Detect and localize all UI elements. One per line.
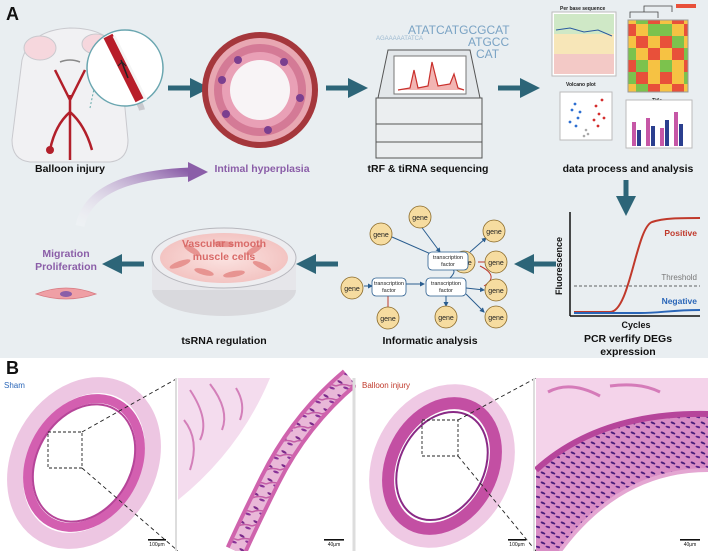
gene-node: gene [484,278,508,302]
step-pcr-label-line2: expression [600,346,655,358]
pcr-chart: Fluorescence Cycles Threshold Positive N… [554,212,701,330]
data-process-plots: Per base sequence Title Volcano plot [551,4,696,149]
transcription-factor-node: transcription factor [427,251,469,271]
dish-label-line1: Vascular smooth [182,238,266,250]
gene-node: gene [482,219,506,243]
svg-text:factor: factor [439,288,453,294]
svg-text:gene: gene [373,232,389,239]
purple-feedback-arrow [75,167,191,228]
panel-a-label: A [6,4,19,24]
transcription-factor-node: transcription factor [425,277,467,297]
sham-zoom-box [47,431,83,469]
gene-node: gene [408,205,432,229]
svg-text:factor: factor [382,288,396,294]
pcr-negative-label: Negative [662,296,698,306]
sham-scale-label: 100μm [149,542,164,548]
sham-zoom-image: 40μm [178,369,358,551]
purple-arrow-head [188,162,208,182]
svg-text:gene: gene [488,288,504,295]
step-data-process-label: data process and analysis [563,163,694,175]
svg-text:gene: gene [486,229,502,236]
gene-node: gene [369,222,393,246]
seq-letters-mid: ATGCC [468,35,509,49]
step-proliferation-label: Proliferation [35,261,97,273]
svg-text:gene: gene [438,315,454,322]
injury-zoom-image: 40μm [533,378,708,551]
dish-label-line2: muscle cells [193,251,256,263]
transcription-factor-node: transcription factor [371,277,407,297]
sham-zoom-line-top [81,377,179,433]
mini-bars [632,112,683,146]
sequencer-machine: ATATCATGCGCAT ATGCC CAT AGAAAAATATCA [375,23,510,159]
volcano-plot [559,91,613,141]
step-informatic-label: Informatic analysis [382,335,477,347]
svg-text:transcription: transcription [433,255,463,261]
heatmap-plot [627,19,689,93]
svg-text:gene: gene [380,316,396,323]
sham-zoom-scale-label: 40μm [328,542,341,548]
step-intimal-hyperplasia-label: Intimal hyperplasia [214,163,309,175]
svg-text:gene: gene [488,260,504,267]
gene-node: gene [484,305,508,329]
svg-text:transcription: transcription [374,281,404,287]
panel-b-label: B [6,358,19,378]
sham-label: Sham [4,381,25,390]
pcr-threshold-label: Threshold [661,273,697,282]
seq-letters-bot: CAT [476,47,500,61]
volcano-title: Volcano plot [566,82,596,88]
gene-node: gene [434,305,458,329]
injury-zoom-box [421,419,459,457]
seq-letters-left: AGAAAAATATCA [376,36,423,42]
petri-dish [151,227,297,316]
step-sequencing-label: tRF & tiRNA sequencing [368,163,489,175]
seq-letters-top: ATATCATGCGCAT [408,23,510,37]
svg-text:transcription: transcription [431,281,461,287]
pcr-ylabel: Fluorescence [554,237,564,295]
gene-network: gene gene gene gene gene gene gene gene [340,205,508,330]
sham-zoom-line-bottom [81,467,179,551]
pcr-negative-curve [574,309,701,314]
step-pcr-label-line1: PCR verfify DEGs [584,333,672,345]
injury-overview-image: 100μm [356,378,532,551]
injury-zoom-line-top [457,377,537,421]
step-tsrna-label: tsRNA regulation [181,335,266,347]
pcr-positive-curve [574,217,701,313]
step-balloon-injury-label: Balloon injury [35,163,105,175]
svg-text:gene: gene [488,315,504,322]
gene-node: gene [376,306,400,330]
svg-text:gene: gene [344,286,360,293]
smooth-muscle-cell [34,287,98,300]
gene-node: gene [484,250,508,274]
step-migration-label: Migration [42,248,89,260]
vessel-cross-section [202,32,318,148]
dish-cells [169,240,272,278]
injury-scale-label: 100μm [509,542,524,548]
volcano-points [568,98,606,138]
sham-overview-image: 100μm [0,377,174,551]
pcr-xlabel: Cycles [621,320,650,330]
gene-node: gene [340,276,364,300]
injury-label: Balloon injury [362,381,410,390]
injury-zoom-scale-label: 40μm [684,542,697,548]
pcr-positive-label: Positive [664,228,697,238]
svg-text:gene: gene [412,215,428,222]
svg-text:factor: factor [441,262,455,268]
per-base-title: Per base sequence [560,6,606,12]
artery-zoom-circle [86,29,164,109]
